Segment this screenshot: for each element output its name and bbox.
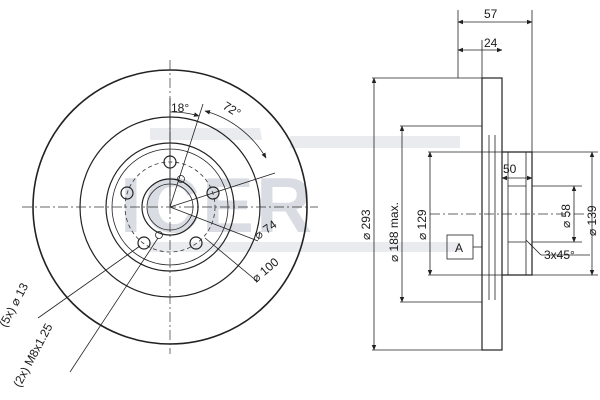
hat-outer-dia-label: ⌀ 139 — [585, 205, 599, 236]
chamfer-leader — [528, 242, 542, 256]
hub-height-label: 50 — [503, 162, 517, 176]
watermark-logo: ICER — [120, 128, 460, 252]
bolt-holes — [120, 155, 220, 250]
bolt-hole — [120, 186, 134, 200]
bore-leader — [169, 206, 259, 242]
chamfer-label: 3x45° — [544, 248, 575, 262]
angle-18-label: 18° — [171, 101, 189, 115]
angle-18-line — [169, 103, 204, 208]
bolt-hole — [189, 236, 203, 250]
bolt-hole — [137, 236, 151, 250]
outer-dia-label: ⌀ 293 — [359, 209, 373, 240]
thread-callout-leader — [69, 237, 159, 373]
threaded-hole — [177, 175, 185, 183]
watermark-text: ICER — [120, 161, 314, 249]
datum-label: A — [455, 241, 463, 255]
angle-72-label: 72° — [220, 99, 243, 121]
disc-thickness-label: 24 — [484, 36, 498, 50]
hat-wall-section — [501, 151, 509, 276]
threaded-hole — [155, 231, 163, 239]
angle-18-arc — [169, 111, 200, 117]
pcd-label: ⌀ 100 — [249, 255, 282, 286]
hat-face-section — [525, 151, 533, 276]
overall-thickness-label: 57 — [484, 7, 498, 21]
pcd-leader — [204, 237, 259, 283]
vent-channels — [488, 135, 496, 300]
thread-callout: (2x) M8x1.25 — [10, 321, 55, 390]
section-view: 57 24 50 ⌀ 293 ⌀ 188 max. ⌀ 129 A ⌀ 58 ⌀… — [359, 7, 599, 351]
friction-dia-label: ⌀ 188 max. — [387, 202, 401, 262]
centering-dia-label: ⌀ 58 — [559, 204, 573, 228]
bolt-hole-callout: (5x) ⌀ 13 — [0, 280, 31, 329]
angle-72-line — [169, 172, 276, 208]
angle-72-arc — [204, 110, 267, 159]
hat-dia-label: ⌀ 129 — [415, 209, 429, 240]
bolt-hole — [206, 186, 220, 200]
bolt-callout-leader — [37, 245, 141, 319]
threaded-holes — [155, 175, 185, 239]
